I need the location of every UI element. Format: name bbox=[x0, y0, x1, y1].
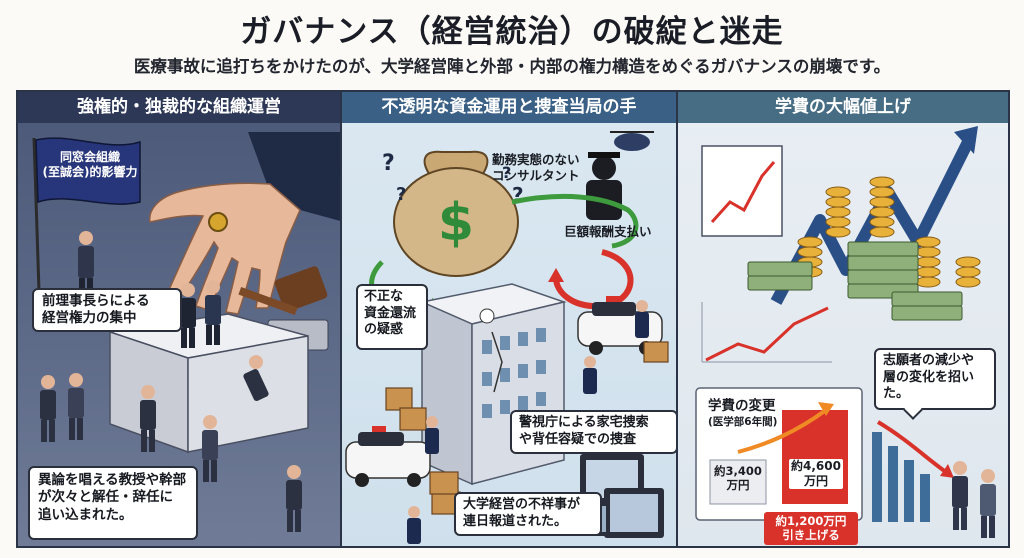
evidence-boxes bbox=[385, 341, 669, 515]
page-subtitle: 医療事故に追打ちをかけたのが、大学経営陣と外部・内部の権力構造をめぐるガバナンス… bbox=[133, 57, 891, 76]
callout-news-coverage: 大学経営の不祥事が 連日報道された。 bbox=[454, 492, 602, 536]
svg-text:?: ? bbox=[382, 151, 395, 176]
helicopter-icon bbox=[614, 133, 650, 151]
police-car-icon-2 bbox=[345, 441, 431, 479]
callout-police-search: 警視庁による家宅捜索 や背任容疑での捜査 bbox=[510, 410, 676, 454]
flag-label: 同窓会組織 (至誠会)的影響力 bbox=[42, 150, 138, 179]
chart-paper-icon bbox=[701, 145, 783, 237]
police-car-icon bbox=[577, 311, 663, 347]
dismissed-figures bbox=[40, 355, 302, 532]
svg-text:?: ? bbox=[512, 183, 524, 207]
panel1-header: 強権的・独裁的な組織運営 bbox=[18, 92, 340, 123]
hand-illustration bbox=[149, 182, 301, 315]
panel-authoritarian-governance: 強権的・独裁的な組織運営 同窓会組織 (至誠会)的影響力 前理事長らによる 経営… bbox=[16, 90, 342, 548]
sleeve-illustration bbox=[248, 132, 340, 221]
small-trend-line bbox=[705, 306, 829, 362]
callout-applicant-decline: 志願者の減少や 層の変化を招い た。 bbox=[874, 348, 996, 410]
tuition-after-value: 約4,600 万円 bbox=[788, 458, 844, 490]
money-flow-arrow bbox=[511, 193, 639, 249]
executives-figures bbox=[78, 231, 221, 348]
flag-icon bbox=[35, 137, 141, 205]
tuition-increase-badge: 約1,200万円 引き上げる bbox=[764, 512, 858, 545]
svg-text:?: ? bbox=[396, 184, 406, 205]
student-figures bbox=[952, 461, 996, 538]
svg-text:$: $ bbox=[438, 193, 474, 253]
cash-stacks bbox=[747, 241, 963, 321]
panel2-illustration: $ ? ? ? ? bbox=[345, 131, 669, 544]
tuition-title: 学費の変更 bbox=[708, 398, 776, 414]
callout-fund-diversion: 不正な 資金還流 の疑惑 bbox=[356, 284, 428, 350]
gavel-handle-icon bbox=[238, 286, 298, 316]
callout-power-concentration: 前理事長らによる 経営権力の集中 bbox=[32, 288, 182, 332]
callout-dismissals: 異論を唱える教授や幹部 が次々と解任・辞任に 追い込まれた。 bbox=[28, 466, 198, 540]
panel-tuition-hike: 学費の大幅値上げ 志願者の減少や 層の変化を招い た。 学費の変更 (医学部6年… bbox=[678, 90, 1010, 548]
consultant-label: 勤務実態のない コンサルタント bbox=[492, 152, 580, 183]
panel2-header: 不透明な資金運用と捜査当局の手 bbox=[342, 92, 676, 123]
payment-label: 巨額報酬支払い bbox=[564, 224, 652, 239]
ring-icon bbox=[208, 212, 228, 232]
gavel-head-icon bbox=[274, 266, 328, 312]
tuition-before-value: 約3,400 万円 bbox=[714, 464, 762, 493]
money-bag-icon bbox=[393, 167, 519, 277]
panel-opaque-funds: $ ? ? ? ? bbox=[342, 90, 678, 548]
panel3-header: 学費の大幅値上げ bbox=[678, 92, 1008, 123]
applicants-decline-bars bbox=[872, 432, 930, 522]
consultant-icon bbox=[592, 156, 616, 180]
page-title: ガバナンス（経営統治）の破綻と迷走 bbox=[240, 14, 784, 50]
rising-trend-arrow bbox=[770, 135, 976, 305]
tuition-subtitle: (医学部6年間) bbox=[708, 416, 778, 428]
police-officers bbox=[407, 300, 649, 544]
svg-text:?: ? bbox=[502, 163, 511, 182]
